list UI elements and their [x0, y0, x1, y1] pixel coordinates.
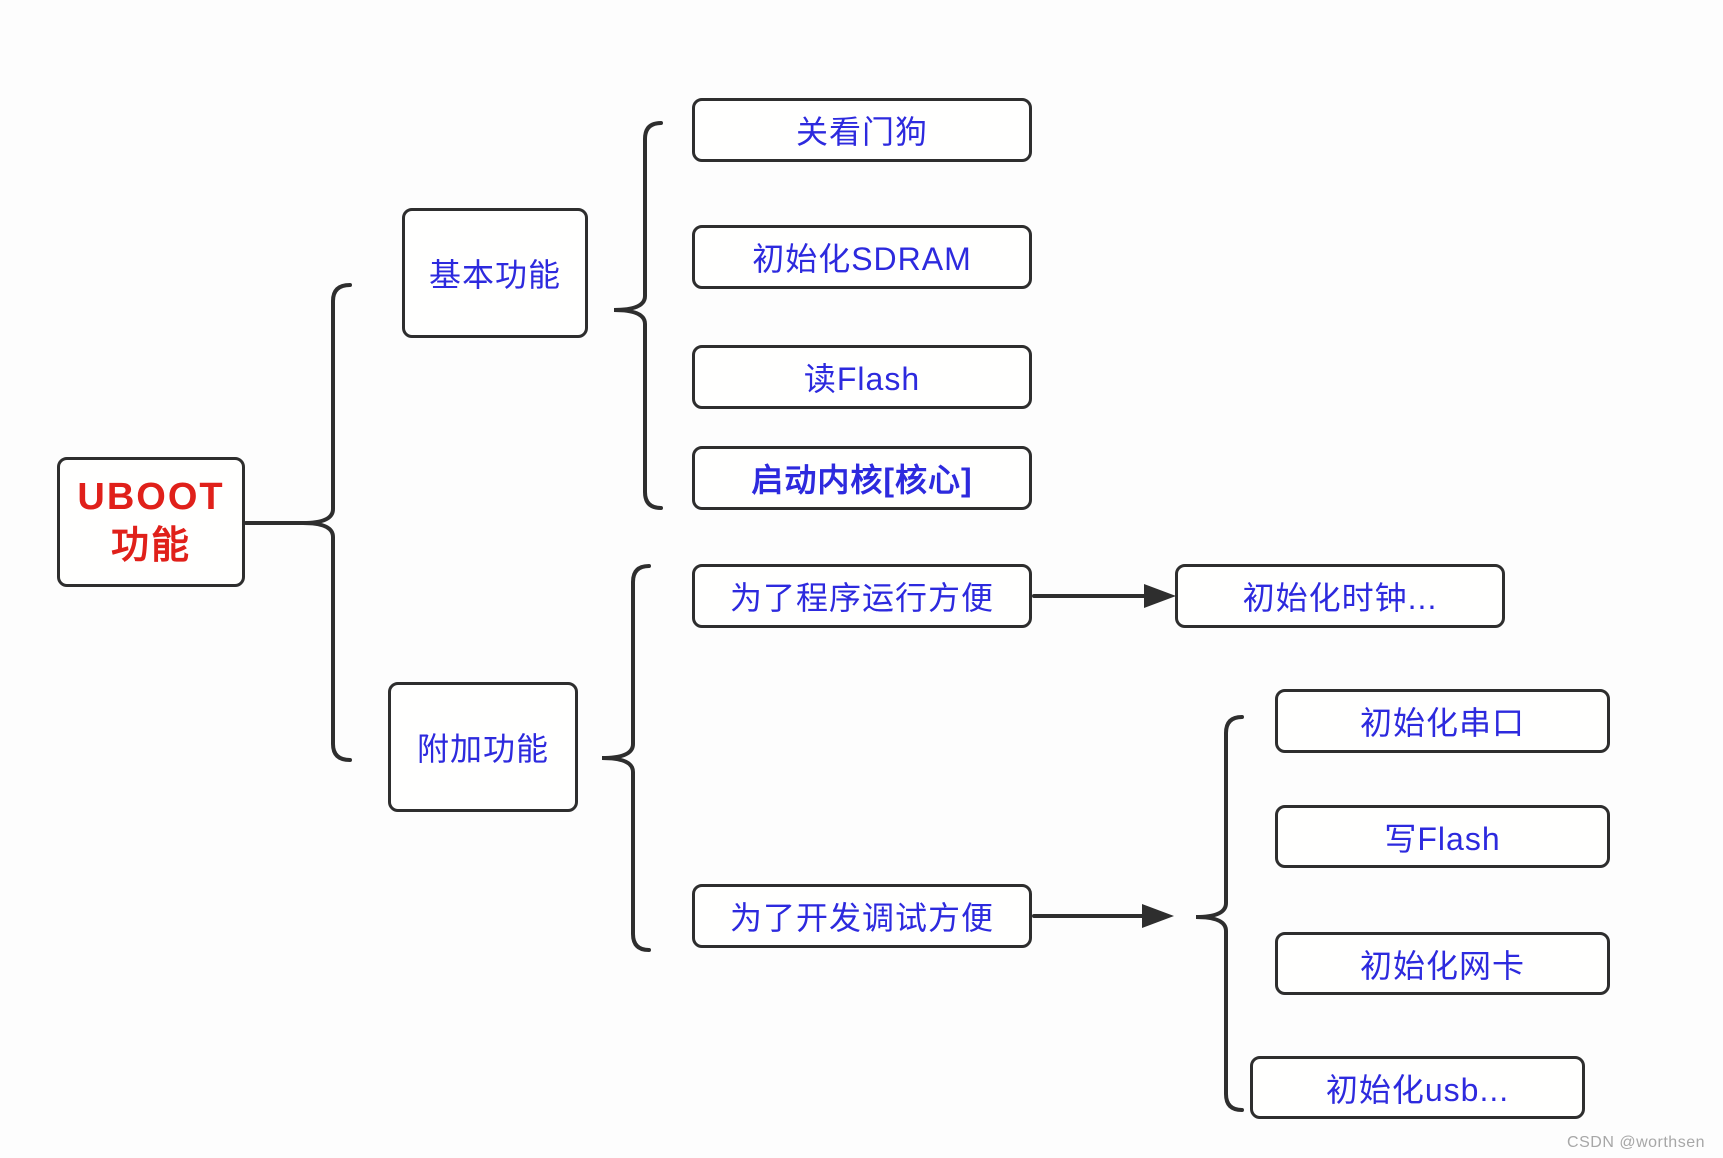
csdn-watermark: CSDN @worthsen: [1567, 1134, 1705, 1151]
node-program-run-convenience-label: 为了程序运行方便: [729, 580, 994, 616]
node-init-clock-label: 初始化时钟...: [1242, 580, 1438, 616]
node-init-usb-label: 初始化usb...: [1325, 1071, 1510, 1108]
node-uboot-root-line1: UBOOT: [77, 475, 225, 518]
node-additional-functions: 附加功能: [388, 682, 578, 812]
node-additional-functions-label: 附加功能: [416, 731, 549, 767]
node-close-watchdog: 关看门狗: [692, 98, 1032, 162]
brace-basic-functions: [613, 121, 663, 510]
node-read-flash-label: 读Flash: [803, 361, 921, 397]
node-uboot-root-line2: 功能: [110, 525, 191, 567]
node-close-watchdog-label: 关看门狗: [795, 114, 928, 150]
node-init-nic: 初始化网卡: [1275, 932, 1610, 995]
node-init-serial: 初始化串口: [1275, 689, 1610, 753]
brace-additional-functions: [601, 564, 651, 952]
node-program-run-convenience: 为了程序运行方便: [692, 564, 1032, 628]
node-init-sdram-label: 初始化SDRAM: [752, 241, 972, 277]
brace-root: [302, 283, 352, 762]
node-boot-kernel: 启动内核[核心]: [692, 446, 1032, 510]
node-dev-debug-convenience: 为了开发调试方便: [692, 884, 1032, 948]
node-init-clock: 初始化时钟...: [1175, 564, 1505, 628]
node-basic-functions: 基本功能: [402, 208, 588, 338]
node-init-serial-label: 初始化串口: [1359, 705, 1525, 741]
brace-dev-debug-group: [1195, 715, 1244, 1112]
node-init-usb: 初始化usb...: [1250, 1056, 1585, 1119]
node-write-flash: 写Flash: [1275, 805, 1610, 868]
node-uboot-root: UBOOT 功能: [57, 457, 245, 587]
node-dev-debug-convenience-label: 为了开发调试方便: [729, 900, 994, 936]
arrow-dev-debug-head: [1142, 904, 1174, 928]
node-basic-functions-label: 基本功能: [428, 257, 561, 293]
node-init-sdram: 初始化SDRAM: [692, 225, 1032, 289]
node-init-nic-label: 初始化网卡: [1359, 947, 1525, 984]
node-read-flash: 读Flash: [692, 345, 1032, 409]
arrow-program-run-head: [1144, 584, 1176, 608]
node-write-flash-label: 写Flash: [1384, 820, 1501, 857]
node-boot-kernel-label: 启动内核[核心]: [751, 462, 973, 498]
